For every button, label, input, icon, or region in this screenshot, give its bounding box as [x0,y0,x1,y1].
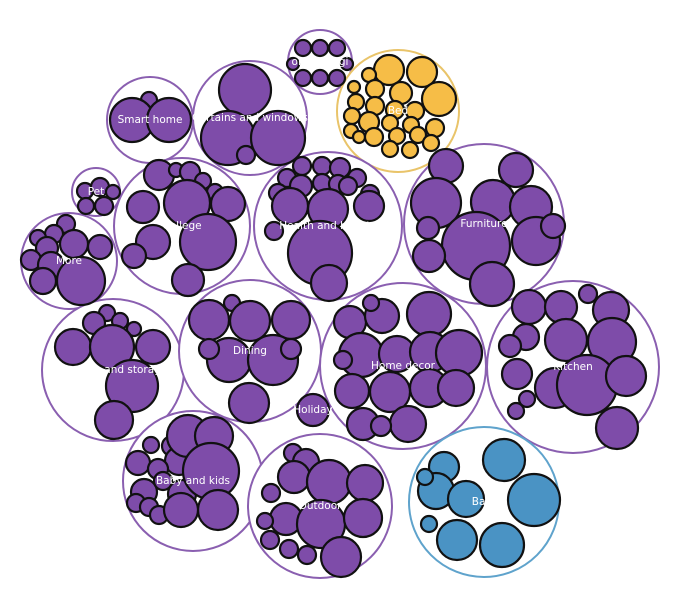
leaf-circle-curtains-and-windows-3[interactable] [249,109,307,167]
leaf-circle-kitchen-14[interactable] [594,405,640,451]
leaf-circle-home-decor-7[interactable] [434,328,484,378]
leaf-circle-outdoor-14[interactable] [319,535,363,579]
leaf-circle-kitchen-1[interactable] [510,288,548,326]
leaf-circle-health-and-beauty-10[interactable] [337,175,359,197]
leaf-circle-furniture-6[interactable] [415,215,441,241]
leaf-circle-bath-9[interactable] [478,521,526,569]
leaf-circle-furniture-11[interactable] [468,260,516,308]
leaf-circle-bed-4[interactable] [346,79,362,95]
leaf-circle-outdoor-5[interactable] [345,463,385,503]
leaf-circle-furniture-10[interactable] [411,238,447,274]
leaf-circle-college-10[interactable] [178,212,238,272]
leaf-circle-furniture-2[interactable] [497,151,535,189]
leaf-circle-personalized-gifts-6[interactable] [327,68,347,88]
leaf-circle-bath-8[interactable] [435,518,479,562]
leaf-circle-bed-21[interactable] [408,125,428,145]
leaf-circle-kitchen-13[interactable] [517,389,537,409]
leaf-circle-personalized-gifts-8[interactable] [339,56,355,72]
leaf-circle-smart-home-3[interactable] [145,96,193,144]
leaf-circle-health-and-beauty-17[interactable] [309,263,349,303]
leaf-circle-home-decor-16[interactable] [361,293,381,313]
leaf-circle-college-11[interactable] [120,242,148,270]
leaf-circle-more-5[interactable] [58,228,90,260]
leaf-circle-bath-5[interactable] [506,472,562,528]
leaf-circle-bed-24[interactable] [400,140,420,160]
leaf-circle-bath-6[interactable] [415,467,435,487]
leaf-circle-health-and-beauty-14[interactable] [352,189,386,223]
leaf-circle-bed-18[interactable] [351,129,367,145]
leaf-circle-kitchen-12[interactable] [604,354,648,398]
leaf-circle-bath-7[interactable] [419,514,439,534]
leaf-circle-more-9[interactable] [28,266,58,296]
leaf-circle-cleaning-and-storage-7[interactable] [134,328,172,366]
leaf-circle-home-decor-12[interactable] [436,368,476,408]
leaf-circle-health-and-beauty-1[interactable] [291,155,313,177]
leaf-circle-bed-5[interactable] [364,78,386,100]
leaf-circle-bed-23[interactable] [380,139,400,159]
leaf-circle-kitchen-2[interactable] [543,289,579,325]
leaf-circle-kitchen-3[interactable] [577,283,599,305]
leaf-circle-bath-2[interactable] [481,437,527,483]
leaf-circle-outdoor-13[interactable] [296,544,318,566]
leaf-circle-home-decor-3[interactable] [405,290,453,338]
leaf-circle-outdoor-3[interactable] [276,459,312,495]
leaf-circle-kitchen-15[interactable] [506,401,526,421]
leaf-circle-bed-12[interactable] [342,106,362,126]
leaf-circle-home-decor-8[interactable] [332,349,354,371]
leaf-circle-bed-22[interactable] [421,133,441,153]
leaf-circle-outdoor-11[interactable] [259,529,281,551]
leaf-circle-home-decor-9[interactable] [333,372,371,410]
leaf-circle-baby-and-kids-9[interactable] [152,470,174,492]
leaf-circle-health-and-beauty-2[interactable] [311,155,333,177]
leaf-circle-college-12[interactable] [170,262,206,298]
leaf-circle-outdoor-4[interactable] [305,458,353,506]
leaf-circle-home-decor-15[interactable] [369,414,393,438]
leaf-circle-curtains-and-windows-4[interactable] [235,144,257,166]
leaf-circle-bath-4[interactable] [446,479,486,519]
leaf-circle-dining-7[interactable] [227,381,271,425]
leaf-circle-college-6[interactable] [125,189,161,225]
leaf-circle-outdoor-12[interactable] [278,538,300,560]
leaf-circle-cleaning-and-storage-5[interactable] [53,327,93,367]
leaf-circle-bed-19[interactable] [363,126,385,148]
leaf-circle-health-and-beauty-12[interactable] [270,186,310,226]
leaf-circle-pet-3[interactable] [104,183,122,201]
leaf-circle-dining-8[interactable] [197,337,221,361]
leaf-circle-dining-3[interactable] [228,299,272,343]
leaf-circle-dining-9[interactable] [279,337,303,361]
leaf-circle-baby-and-kids-16[interactable] [162,491,200,529]
leaf-circle-pet-5[interactable] [93,195,115,217]
leaf-circle-outdoor-9[interactable] [342,497,384,539]
leaf-circle-bed-7[interactable] [420,80,458,118]
leaf-circle-baby-and-kids-4[interactable] [124,449,152,477]
leaf-circle-furniture-9[interactable] [539,212,567,240]
leaf-circle-personalized-gifts-5[interactable] [310,68,330,88]
leaf-circle-dining-2[interactable] [187,298,231,342]
leaf-circle-pet-4[interactable] [76,196,96,216]
leaf-circle-kitchen-9[interactable] [500,357,534,391]
leaf-circles [19,38,648,579]
leaf-circle-dining-4[interactable] [270,299,312,341]
leaf-circle-outdoor-6[interactable] [260,482,282,504]
leaf-circle-personalized-gifts-4[interactable] [293,68,313,88]
leaf-circle-baby-and-kids-15[interactable] [196,488,240,532]
leaf-circle-outdoor-10[interactable] [255,511,275,531]
leaf-circle-more-6[interactable] [86,233,114,261]
leaf-circle-college-1[interactable] [142,158,176,192]
leaf-circle-personalized-gifts-2[interactable] [310,38,330,58]
leaf-circle-home-decor-14[interactable] [388,404,428,444]
leaf-circle-personalized-gifts-1[interactable] [293,38,313,58]
leaf-circle-curtains-and-windows-1[interactable] [217,62,273,118]
leaf-circle-health-and-beauty-15[interactable] [263,220,285,242]
leaf-circle-kitchen-8[interactable] [497,333,523,359]
leaf-circle-holiday-1[interactable] [295,392,331,428]
leaf-circle-personalized-gifts-3[interactable] [327,38,347,58]
leaf-circle-personalized-gifts-7[interactable] [285,56,301,72]
leaf-circle-baby-and-kids-1[interactable] [141,435,161,455]
leaf-circle-more-10[interactable] [55,255,107,307]
leaf-circle-cleaning-and-storage-9[interactable] [93,399,135,441]
leaf-circle-bed-2[interactable] [405,55,439,89]
leaf-circle-cleaning-and-storage-4[interactable] [125,320,143,338]
